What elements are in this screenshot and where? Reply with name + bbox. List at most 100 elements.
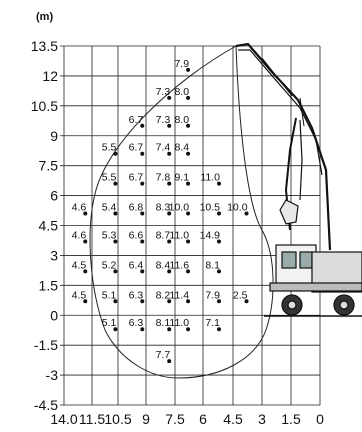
load-value-label: 6.3 bbox=[129, 317, 144, 329]
load-point bbox=[167, 151, 172, 156]
load-point bbox=[244, 211, 249, 216]
load-value-label: 5.5 bbox=[102, 142, 117, 154]
load-value-label: 10.0 bbox=[169, 202, 190, 214]
load-value-label: 5.3 bbox=[102, 229, 117, 241]
load-point bbox=[167, 327, 172, 332]
load-point bbox=[167, 181, 172, 186]
load-point bbox=[113, 327, 118, 332]
load-point bbox=[113, 211, 118, 216]
y-tick-label: 10.5 bbox=[31, 98, 58, 114]
load-point bbox=[167, 95, 172, 100]
y-tick-label: 13.5 bbox=[31, 38, 58, 54]
load-point bbox=[244, 299, 249, 304]
load-value-label: 6.8 bbox=[129, 202, 144, 214]
load-value-label: 2.5 bbox=[233, 289, 248, 301]
x-tick-label: 3 bbox=[258, 411, 266, 427]
load-point bbox=[167, 239, 172, 244]
load-value-label: 6.4 bbox=[129, 259, 144, 271]
load-point bbox=[167, 359, 172, 364]
unit-label: (m) bbox=[36, 11, 53, 23]
load-point bbox=[83, 299, 88, 304]
x-tick-label: 14.0 bbox=[50, 411, 77, 427]
load-point bbox=[186, 151, 191, 156]
x-tick-label: 11.5 bbox=[79, 411, 105, 427]
load-point bbox=[140, 239, 145, 244]
load-point bbox=[186, 299, 191, 304]
load-point bbox=[167, 299, 172, 304]
load-value-label: 7.4 bbox=[156, 142, 171, 154]
x-tick-label: 10.5 bbox=[104, 411, 131, 427]
x-tick-label: 1.5 bbox=[281, 411, 301, 427]
working-range-envelope bbox=[89, 45, 274, 379]
x-tick-label: 7.5 bbox=[165, 411, 185, 427]
load-point bbox=[217, 211, 221, 216]
load-value-label: 6.3 bbox=[129, 289, 144, 301]
y-tick-label: 0 bbox=[50, 307, 58, 323]
load-point bbox=[186, 211, 191, 216]
load-value-label: 7.8 bbox=[156, 172, 171, 184]
load-value-label: 5.2 bbox=[102, 259, 117, 271]
load-point bbox=[113, 181, 118, 186]
load-point bbox=[140, 211, 145, 216]
load-value-label: 5.5 bbox=[102, 172, 117, 184]
load-value-label: 8.1 bbox=[205, 259, 220, 271]
load-value-label: 11.0 bbox=[200, 172, 220, 184]
load-value-label: 8.0 bbox=[174, 86, 189, 98]
load-point bbox=[167, 269, 172, 274]
load-value-label: 4.6 bbox=[72, 202, 87, 214]
x-tick-label: 0 bbox=[316, 411, 324, 427]
load-point bbox=[113, 269, 118, 274]
y-tick-label: 6 bbox=[50, 188, 58, 204]
y-tick-label: -3 bbox=[46, 367, 59, 383]
load-point bbox=[186, 123, 191, 128]
load-value-label: 14.9 bbox=[200, 229, 221, 241]
load-value-label: 8.3 bbox=[156, 202, 171, 214]
load-value-label: 7.3 bbox=[156, 86, 171, 98]
load-point bbox=[113, 299, 118, 304]
load-point bbox=[186, 181, 191, 186]
load-value-label: 7.3 bbox=[156, 114, 171, 126]
load-point bbox=[217, 181, 221, 186]
load-point bbox=[140, 181, 145, 186]
y-tick-label: 7.5 bbox=[39, 158, 59, 174]
load-point bbox=[140, 299, 145, 304]
load-value-label: 8.2 bbox=[156, 289, 171, 301]
load-point bbox=[217, 269, 221, 274]
load-value-label: 11.0 bbox=[169, 229, 189, 241]
load-point bbox=[113, 239, 118, 244]
load-value-label: 7.9 bbox=[205, 289, 220, 301]
load-value-label: 10.5 bbox=[200, 202, 221, 214]
load-point bbox=[167, 211, 172, 216]
load-value-label: 8.4 bbox=[156, 259, 171, 271]
load-value-label: 4.5 bbox=[72, 259, 87, 271]
load-value-label: 6.6 bbox=[129, 229, 144, 241]
load-value-label: 11.4 bbox=[169, 289, 189, 301]
load-value-label: 5.4 bbox=[102, 202, 117, 214]
load-point bbox=[186, 269, 191, 274]
y-tick-label: 12 bbox=[42, 68, 58, 84]
load-point bbox=[217, 239, 221, 244]
y-tick-label: -4.5 bbox=[34, 397, 58, 413]
load-value-label: 4.5 bbox=[72, 289, 87, 301]
load-point bbox=[186, 67, 191, 72]
load-point bbox=[113, 151, 118, 156]
y-tick-label: 4.5 bbox=[39, 218, 59, 234]
load-value-label: 11.0 bbox=[169, 317, 189, 329]
y-tick-label: 1.5 bbox=[39, 277, 59, 293]
load-point bbox=[167, 123, 172, 128]
load-value-label: 8.0 bbox=[174, 114, 189, 126]
load-point bbox=[217, 327, 221, 332]
load-value-label: 8.4 bbox=[174, 142, 189, 154]
load-point bbox=[186, 95, 191, 100]
load-point bbox=[186, 239, 191, 244]
load-value-label: 7.1 bbox=[205, 317, 220, 329]
load-value-label: 9.1 bbox=[174, 172, 189, 184]
y-tick-label: 9 bbox=[50, 128, 58, 144]
load-value-label: 6.7 bbox=[129, 172, 144, 184]
load-point bbox=[83, 239, 88, 244]
load-point bbox=[217, 299, 221, 304]
load-value-label: 10.0 bbox=[227, 202, 248, 214]
y-tick-label: 3 bbox=[50, 247, 58, 263]
